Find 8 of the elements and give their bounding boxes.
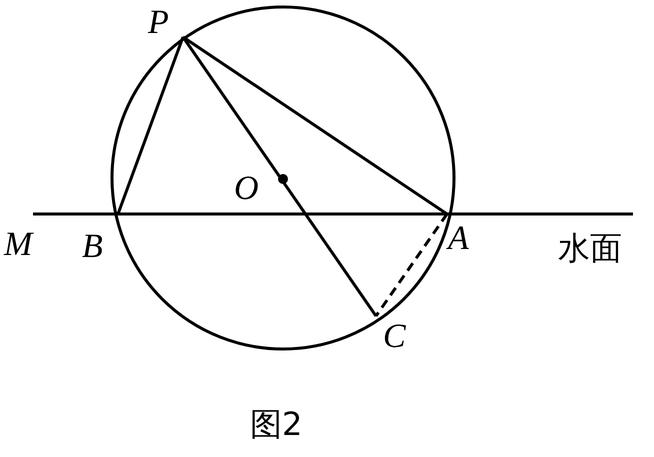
figure-caption: 图2	[250, 408, 302, 440]
point-label: P	[148, 6, 169, 40]
water-surface-label: 水面	[558, 232, 622, 264]
point-label: B	[82, 230, 103, 264]
point-label: O	[234, 172, 259, 206]
point-label: A	[448, 222, 469, 256]
point-label: C	[383, 320, 406, 354]
point-label: M	[4, 228, 32, 262]
